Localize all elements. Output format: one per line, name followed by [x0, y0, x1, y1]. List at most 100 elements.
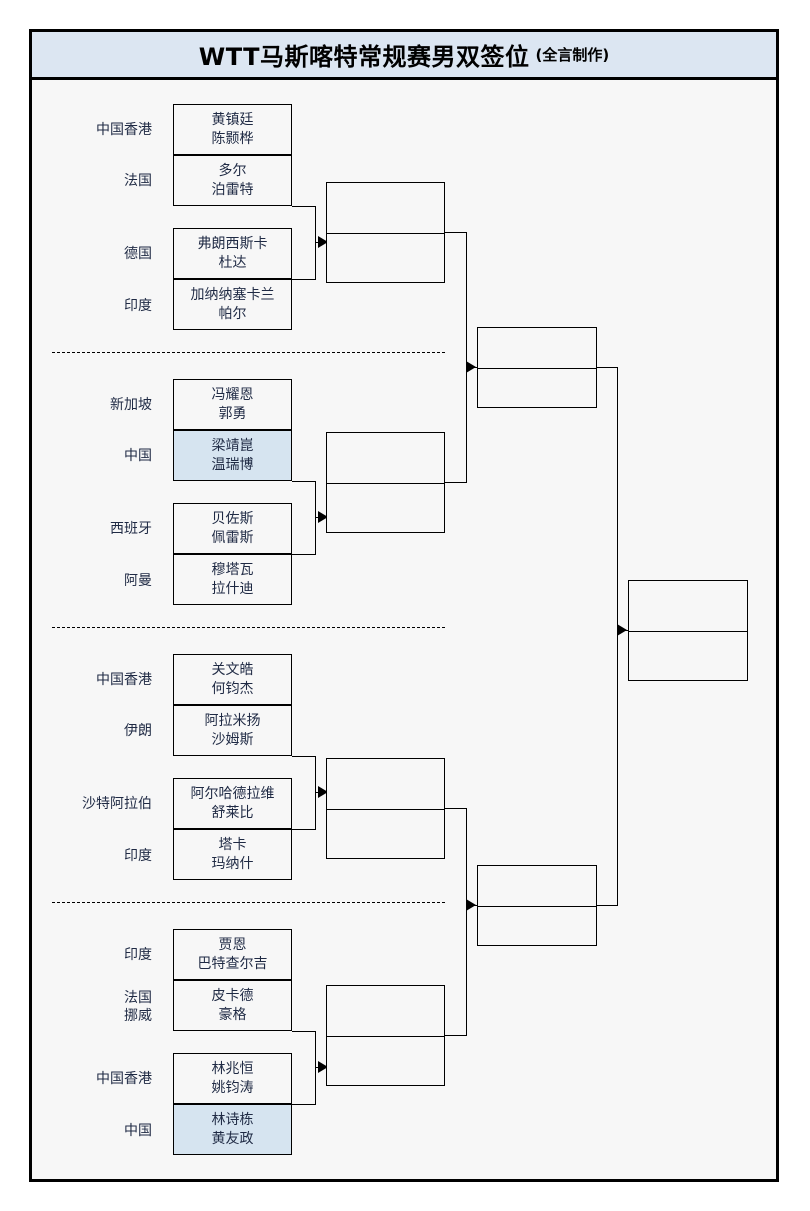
section-separator-1: [52, 352, 445, 353]
country-label-m8-t2: 中国: [124, 1123, 152, 1139]
arrow-into-qf4: [318, 1061, 328, 1073]
player-name-1: 穆塔瓦: [211, 562, 254, 579]
match-slot-sf1[interactable]: [477, 327, 597, 408]
connector-qf3-vertical: [315, 756, 316, 830]
country-label-m7-t1: 印度: [124, 947, 152, 963]
country-label-m1-t2: 法国: [124, 173, 152, 189]
player-name-1: 关文皓: [211, 662, 254, 679]
country-label-m5-t1: 中国香港: [96, 672, 152, 688]
team-box-m2-t2[interactable]: 加纳纳塞卡兰 帕尔: [173, 279, 292, 330]
match-slot-qf2[interactable]: [326, 432, 445, 533]
country-label-m2-t2: 印度: [124, 298, 152, 314]
country-label-m2-t1: 德国: [124, 246, 152, 262]
country-label-m4-t2: 阿曼: [124, 573, 152, 589]
connector-m6-out: [292, 829, 315, 830]
connector-m8-out: [292, 1104, 315, 1105]
player-name-1: 阿拉米扬: [204, 713, 261, 730]
match-slot-qf3[interactable]: [326, 758, 445, 859]
slot-divider: [327, 808, 444, 810]
team-box-m6-t1[interactable]: 阿尔哈德拉维 舒莱比: [173, 778, 292, 829]
player-name-2: 泊雷特: [211, 181, 254, 198]
team-box-m8-t1[interactable]: 林兆恒 姚钧涛: [173, 1053, 292, 1104]
player-name-2: 佩雷斯: [211, 529, 254, 546]
page-title-credit: (全言制作): [535, 46, 610, 64]
team-box-m4-t2[interactable]: 穆塔瓦 拉什迪: [173, 554, 292, 605]
section-separator-2: [52, 627, 445, 628]
player-name-1: 林兆恒: [211, 1061, 254, 1078]
match-slot-sf2[interactable]: [477, 865, 597, 946]
connector-qf3-out: [445, 808, 466, 809]
player-name-1: 贾恩: [218, 937, 247, 954]
slot-divider: [327, 482, 444, 484]
team-box-m8-t2[interactable]: 林诗栋 黄友政: [173, 1104, 292, 1155]
country-label-m4-t1: 西班牙: [110, 521, 152, 537]
team-box-m2-t1[interactable]: 弗朗西斯卡 杜达: [173, 228, 292, 279]
country-label-m6-t1: 沙特阿拉伯: [82, 796, 152, 812]
player-name-2: 何钧杰: [211, 680, 254, 697]
player-name-1: 弗朗西斯卡: [197, 236, 268, 253]
match-slot-final[interactable]: [628, 580, 748, 681]
player-name-2: 杜达: [218, 254, 247, 271]
slot-divider: [629, 630, 747, 632]
team-box-m3-t1[interactable]: 冯耀恩 郭勇: [173, 379, 292, 430]
match-slot-qf1[interactable]: [326, 182, 445, 283]
player-name-1: 加纳纳塞卡兰: [190, 287, 275, 304]
team-box-m7-t2[interactable]: 皮卡德 豪格: [173, 980, 292, 1031]
player-name-2: 豪格: [218, 1006, 247, 1023]
team-box-m1-t2[interactable]: 多尔 泊雷特: [173, 155, 292, 206]
match-slot-qf4[interactable]: [326, 985, 445, 1086]
player-name-1: 阿尔哈德拉维: [190, 786, 275, 803]
country-label-m3-t1: 新加坡: [110, 397, 152, 413]
team-box-m7-t1[interactable]: 贾恩 巴特查尔吉: [173, 929, 292, 980]
player-name-2: 舒莱比: [211, 804, 254, 821]
slot-divider: [478, 905, 596, 907]
team-box-m1-t1[interactable]: 黄镇廷 陈颢桦: [173, 104, 292, 155]
player-name-1: 林诗栋: [211, 1112, 254, 1129]
connector-qf2-vertical: [315, 481, 316, 555]
team-box-m5-t2[interactable]: 阿拉米扬 沙姆斯: [173, 705, 292, 756]
connector-qf4-out: [445, 1035, 466, 1036]
connector-m2-out: [292, 279, 315, 280]
country-label-m7-t2: 法国 挪威: [124, 990, 152, 1024]
player-name-2: 陈颢桦: [211, 130, 254, 147]
team-box-m5-t1[interactable]: 关文皓 何钧杰: [173, 654, 292, 705]
player-name-1: 多尔: [218, 163, 247, 180]
connector-qf4-vertical: [315, 1031, 316, 1105]
player-name-1: 梁靖崑: [211, 438, 254, 455]
player-name-1: 冯耀恩: [211, 387, 254, 404]
team-box-m6-t2[interactable]: 塔卡 玛纳什: [173, 829, 292, 880]
player-name-1: 黄镇廷: [211, 112, 254, 129]
team-box-m4-t1[interactable]: 贝佐斯 佩雷斯: [173, 503, 292, 554]
arrow-into-sf1: [466, 361, 476, 373]
player-name-2: 玛纳什: [211, 855, 254, 872]
slot-divider: [327, 1035, 444, 1037]
player-name-2: 姚钧涛: [211, 1079, 254, 1096]
section-separator-3: [52, 902, 445, 903]
player-name-1: 贝佐斯: [211, 511, 254, 528]
arrow-into-qf1: [318, 236, 328, 248]
slot-divider: [327, 232, 444, 234]
arrow-into-sf2: [466, 899, 476, 911]
team-box-m3-t2[interactable]: 梁靖崑 温瑞博: [173, 430, 292, 481]
page-title-bar: WTT马斯喀特常规赛男双签位 (全言制作): [32, 32, 776, 80]
country-label-m6-t2: 印度: [124, 848, 152, 864]
player-name-2: 巴特查尔吉: [197, 955, 268, 972]
country-label-m1-t1: 中国香港: [96, 122, 152, 138]
connector-sf1-vertical: [466, 232, 467, 483]
player-name-2: 郭勇: [218, 405, 247, 422]
country-label-m8-t1: 中国香港: [96, 1071, 152, 1087]
player-name-2: 温瑞博: [211, 456, 254, 473]
connector-qf2-out: [445, 482, 466, 483]
player-name-2: 拉什迪: [211, 580, 254, 597]
connector-final-vertical: [617, 367, 618, 906]
connector-sf2-out: [597, 905, 617, 906]
connector-m4-out: [292, 554, 315, 555]
player-name-2: 黄友政: [211, 1130, 254, 1147]
country-label-m3-t2: 中国: [124, 448, 152, 464]
player-name-1: 皮卡德: [211, 988, 254, 1005]
connector-m3-out: [292, 481, 315, 482]
connector-sf1-out: [597, 367, 617, 368]
connector-sf2-vertical: [466, 808, 467, 1036]
